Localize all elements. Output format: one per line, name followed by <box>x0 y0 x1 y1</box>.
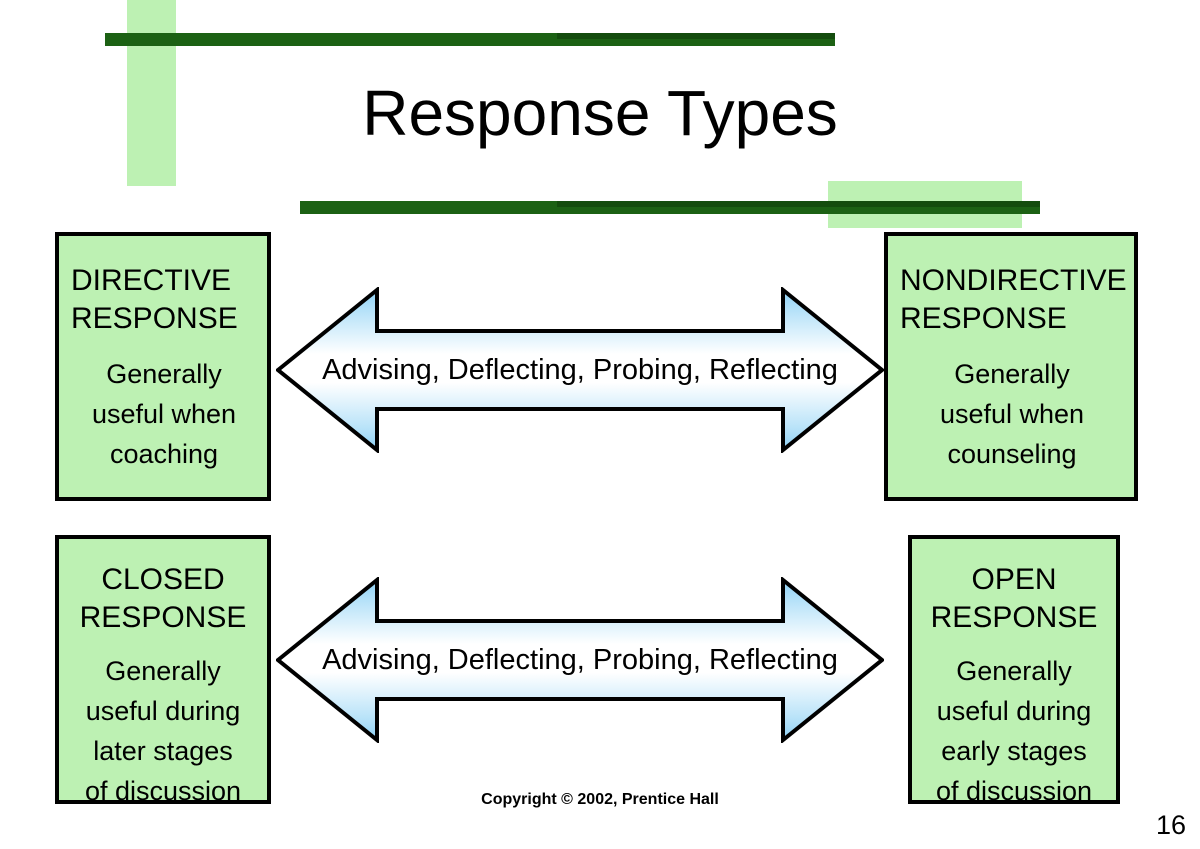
box-body: Generally useful when counseling <box>939 359 1085 469</box>
box-heading: NONDIRECTIVE RESPONSE <box>900 264 1127 335</box>
box-body: Generally useful when coaching <box>91 359 237 469</box>
double-arrow-icon <box>276 577 884 743</box>
box-directive-response: DIRECTIVE RESPONSE Generally useful when… <box>55 232 271 501</box>
copyright-notice: Copyright © 2002, Prentice Hall <box>481 791 719 808</box>
arrow-label: Advising, Deflecting, Probing, Reflectin… <box>322 644 838 676</box>
box-open-response: OPEN RESPONSE Generally useful during ea… <box>908 535 1120 806</box>
arrow-label: Advising, Deflecting, Probing, Reflectin… <box>322 354 838 386</box>
decor-rule-top-shadow <box>557 33 835 39</box>
page-title: Response Types <box>362 77 838 149</box>
decor-rule-second-shadow <box>557 201 1040 207</box>
box-body: Generally useful during early stages of … <box>935 656 1093 806</box>
decor-band-vertical-left <box>127 0 176 186</box>
box-closed-response: CLOSED RESPONSE Generally useful during … <box>55 535 271 806</box>
double-arrow-icon <box>276 287 884 453</box>
arrow-directive-nondirective: Advising, Deflecting, Probing, Reflectin… <box>276 287 884 453</box>
box-heading: OPEN RESPONSE <box>930 563 1098 634</box>
box-nondirective-response: NONDIRECTIVE RESPONSE Generally useful w… <box>884 232 1138 501</box>
arrow-closed-open: Advising, Deflecting, Probing, Reflectin… <box>276 577 884 743</box>
box-body: Generally useful during later stages of … <box>84 656 242 806</box>
box-heading: DIRECTIVE RESPONSE <box>71 264 238 335</box>
box-heading: CLOSED RESPONSE <box>79 563 247 634</box>
slide-page-number: 16 <box>1155 810 1186 840</box>
